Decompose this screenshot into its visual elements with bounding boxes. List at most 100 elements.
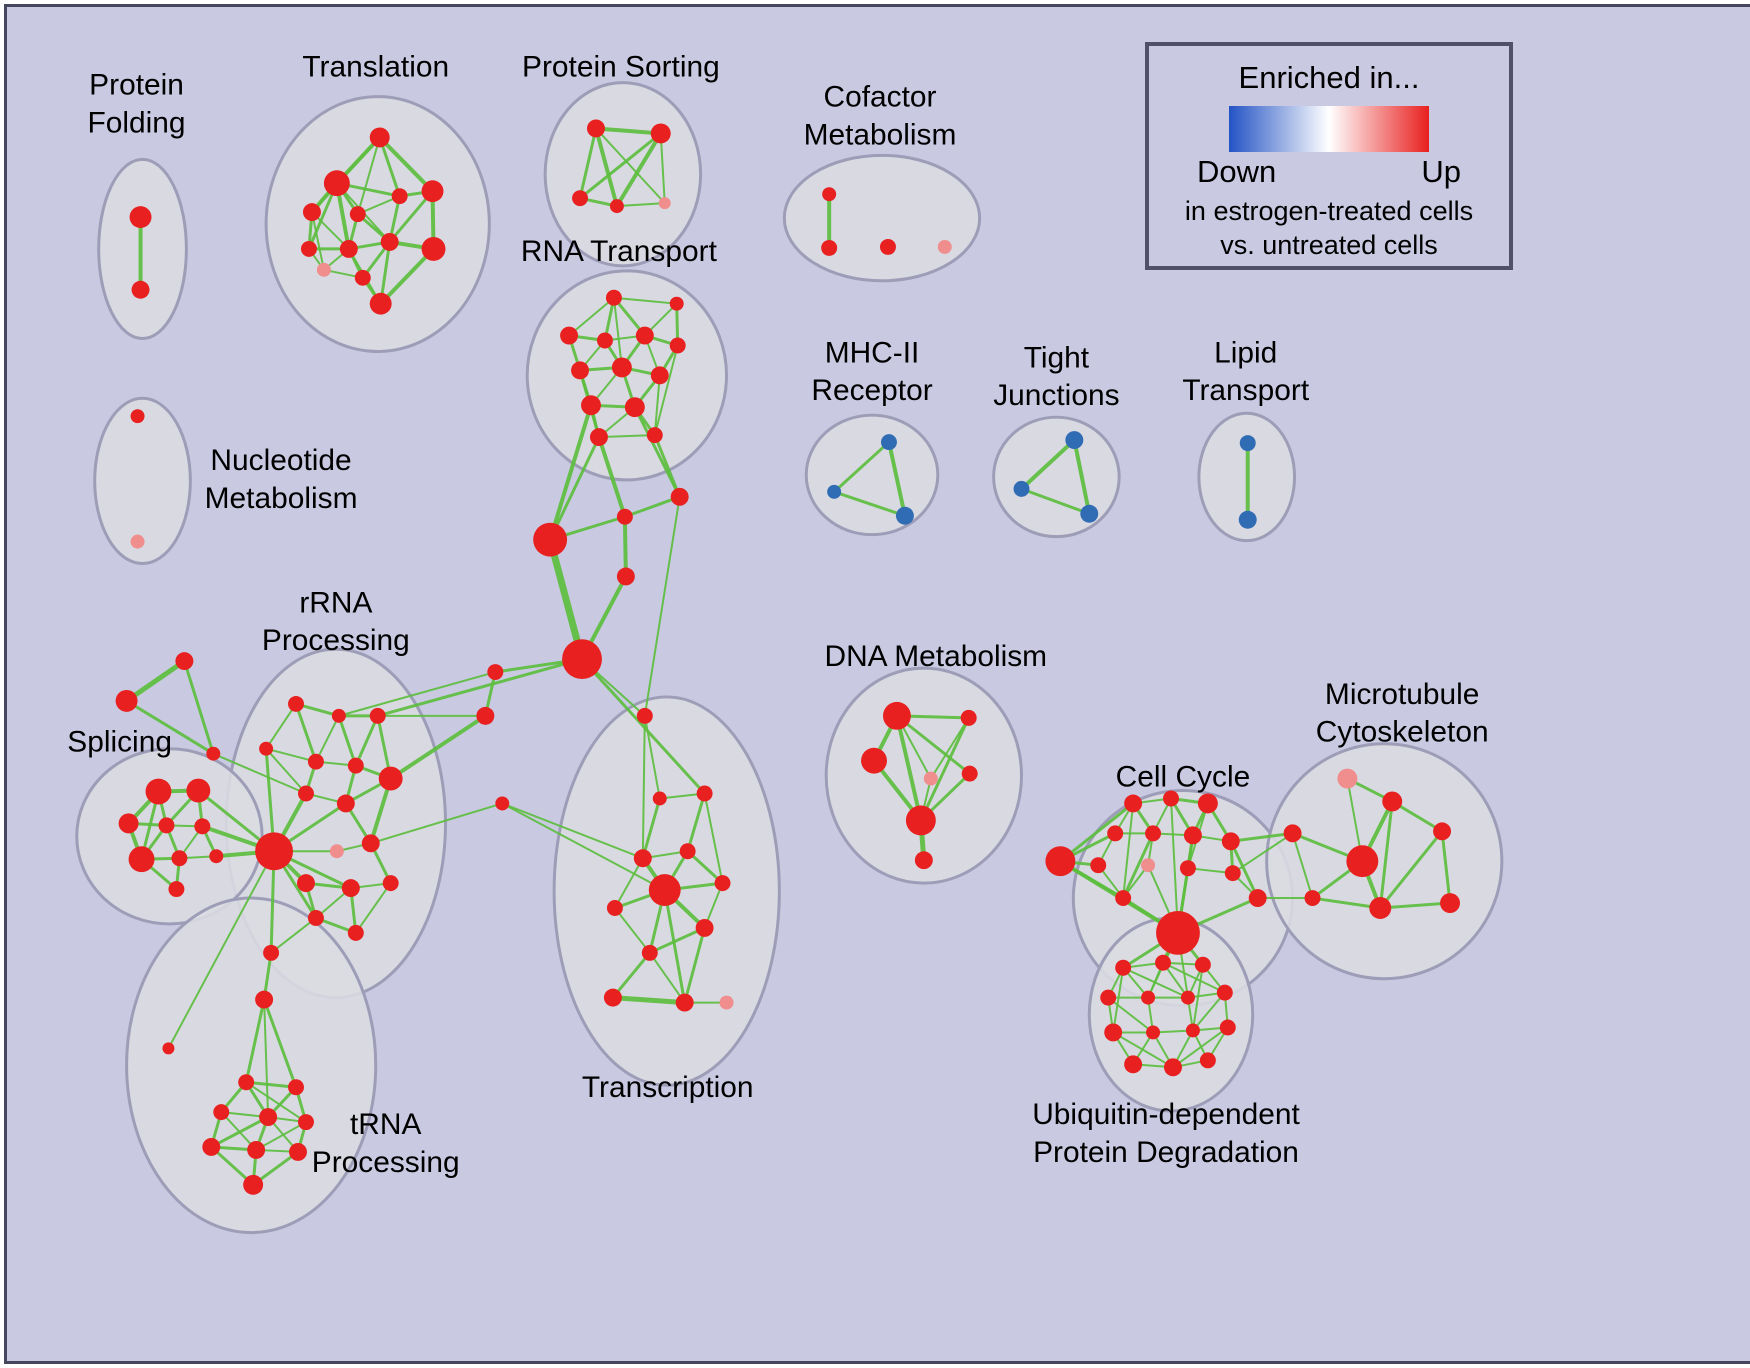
node-nm2[interactable] — [130, 534, 145, 549]
node-ub11[interactable] — [1219, 1019, 1236, 1036]
node-pf2[interactable] — [131, 280, 150, 299]
node-rr11[interactable] — [329, 844, 344, 859]
node-tc2[interactable] — [696, 785, 713, 802]
node-ps4[interactable] — [609, 199, 624, 214]
node-rr12[interactable] — [361, 834, 380, 853]
node-tc4[interactable] — [633, 849, 652, 868]
node-cc9[interactable] — [1090, 857, 1107, 874]
node-lt2[interactable] — [1238, 510, 1257, 529]
node-rr6[interactable] — [347, 757, 364, 774]
node-cf1[interactable] — [822, 187, 837, 202]
node-tr6[interactable] — [421, 180, 444, 203]
node-sp1[interactable] — [145, 778, 172, 805]
node-tc3[interactable] — [652, 791, 667, 806]
node-x2[interactable] — [115, 689, 138, 712]
node-hub7[interactable] — [476, 706, 495, 725]
node-mc6[interactable] — [1304, 890, 1321, 907]
node-rt6[interactable] — [669, 337, 686, 354]
node-tc12[interactable] — [675, 993, 694, 1012]
node-tn3[interactable] — [238, 1074, 255, 1091]
node-rt10[interactable] — [581, 395, 601, 416]
node-tr11[interactable] — [354, 269, 371, 286]
node-sp8[interactable] — [209, 849, 224, 864]
node-sp6[interactable] — [128, 846, 155, 873]
node-rr9[interactable] — [336, 794, 355, 813]
node-dm1[interactable] — [882, 701, 911, 730]
node-ps3[interactable] — [572, 190, 589, 207]
node-tc8[interactable] — [606, 900, 623, 916]
node-hub6[interactable] — [487, 664, 504, 681]
node-sp5[interactable] — [194, 818, 211, 835]
node-rr7[interactable] — [378, 766, 403, 791]
node-mc1[interactable] — [1337, 768, 1358, 789]
node-rr15[interactable] — [382, 875, 399, 892]
node-tn11[interactable] — [243, 1174, 264, 1195]
node-rt12[interactable] — [589, 428, 608, 447]
node-cc2[interactable] — [1124, 794, 1143, 813]
node-dm4[interactable] — [923, 771, 938, 786]
node-sp3[interactable] — [118, 813, 139, 834]
node-hub1[interactable] — [533, 522, 568, 557]
node-ub10[interactable] — [1185, 1023, 1200, 1038]
node-rr5[interactable] — [307, 753, 324, 770]
node-ps5[interactable] — [658, 197, 671, 210]
node-rr1[interactable] — [288, 695, 304, 712]
node-tc10[interactable] — [641, 944, 658, 961]
node-x3[interactable] — [206, 746, 221, 761]
node-sp2[interactable] — [186, 778, 211, 803]
node-mc4[interactable] — [1346, 845, 1379, 878]
node-tc11[interactable] — [603, 988, 622, 1007]
node-cc13[interactable] — [1115, 890, 1132, 907]
node-cc15[interactable] — [1248, 889, 1267, 908]
node-tr13[interactable] — [369, 292, 392, 315]
node-cc14[interactable] — [1156, 910, 1200, 955]
node-hub2[interactable] — [616, 508, 633, 525]
node-ps1[interactable] — [587, 119, 605, 138]
node-rr17[interactable] — [347, 924, 364, 941]
node-rr14[interactable] — [341, 879, 360, 898]
node-rr13[interactable] — [297, 874, 315, 893]
node-tj1[interactable] — [1065, 431, 1084, 450]
node-tc5[interactable] — [679, 843, 696, 860]
node-ub1[interactable] — [1115, 959, 1132, 976]
node-rr2[interactable] — [331, 708, 346, 723]
node-sp9[interactable] — [168, 881, 185, 898]
node-mc7[interactable] — [1369, 897, 1392, 919]
node-mh1[interactable] — [880, 434, 897, 451]
node-hub8[interactable] — [495, 796, 510, 811]
node-cc7[interactable] — [1183, 826, 1202, 845]
node-tr9[interactable] — [380, 232, 399, 251]
node-tr12[interactable] — [421, 236, 446, 261]
node-hub3[interactable] — [670, 487, 689, 506]
node-ps2[interactable] — [650, 123, 671, 144]
node-ub12[interactable] — [1124, 1055, 1143, 1074]
node-rt7[interactable] — [571, 361, 589, 380]
node-rr18[interactable] — [263, 944, 280, 961]
node-cf2[interactable] — [821, 239, 838, 256]
node-tc1[interactable] — [636, 707, 653, 724]
node-tn10[interactable] — [289, 1142, 307, 1161]
node-ub3[interactable] — [1194, 956, 1211, 973]
node-ub14[interactable] — [1199, 1052, 1216, 1069]
node-tc9[interactable] — [695, 918, 714, 937]
node-tn1[interactable] — [255, 990, 274, 1009]
node-mc5[interactable] — [1433, 822, 1452, 841]
node-tr3[interactable] — [302, 203, 321, 222]
node-tn4[interactable] — [288, 1079, 304, 1096]
node-nm1[interactable] — [130, 409, 145, 424]
node-rt3[interactable] — [560, 326, 579, 345]
node-rr10[interactable] — [255, 832, 294, 871]
node-sp7[interactable] — [171, 850, 188, 867]
node-rt13[interactable] — [646, 427, 663, 444]
node-ub2[interactable] — [1155, 954, 1171, 971]
node-dm6[interactable] — [905, 805, 936, 836]
node-tr1[interactable] — [369, 127, 390, 148]
node-cc6[interactable] — [1145, 825, 1162, 842]
node-tr4[interactable] — [349, 206, 366, 223]
node-rr8[interactable] — [297, 785, 314, 802]
node-cf3[interactable] — [879, 238, 896, 255]
node-tj3[interactable] — [1080, 504, 1099, 523]
node-hub4[interactable] — [616, 567, 635, 586]
node-mc3[interactable] — [1283, 824, 1302, 843]
node-dm7[interactable] — [914, 851, 933, 870]
